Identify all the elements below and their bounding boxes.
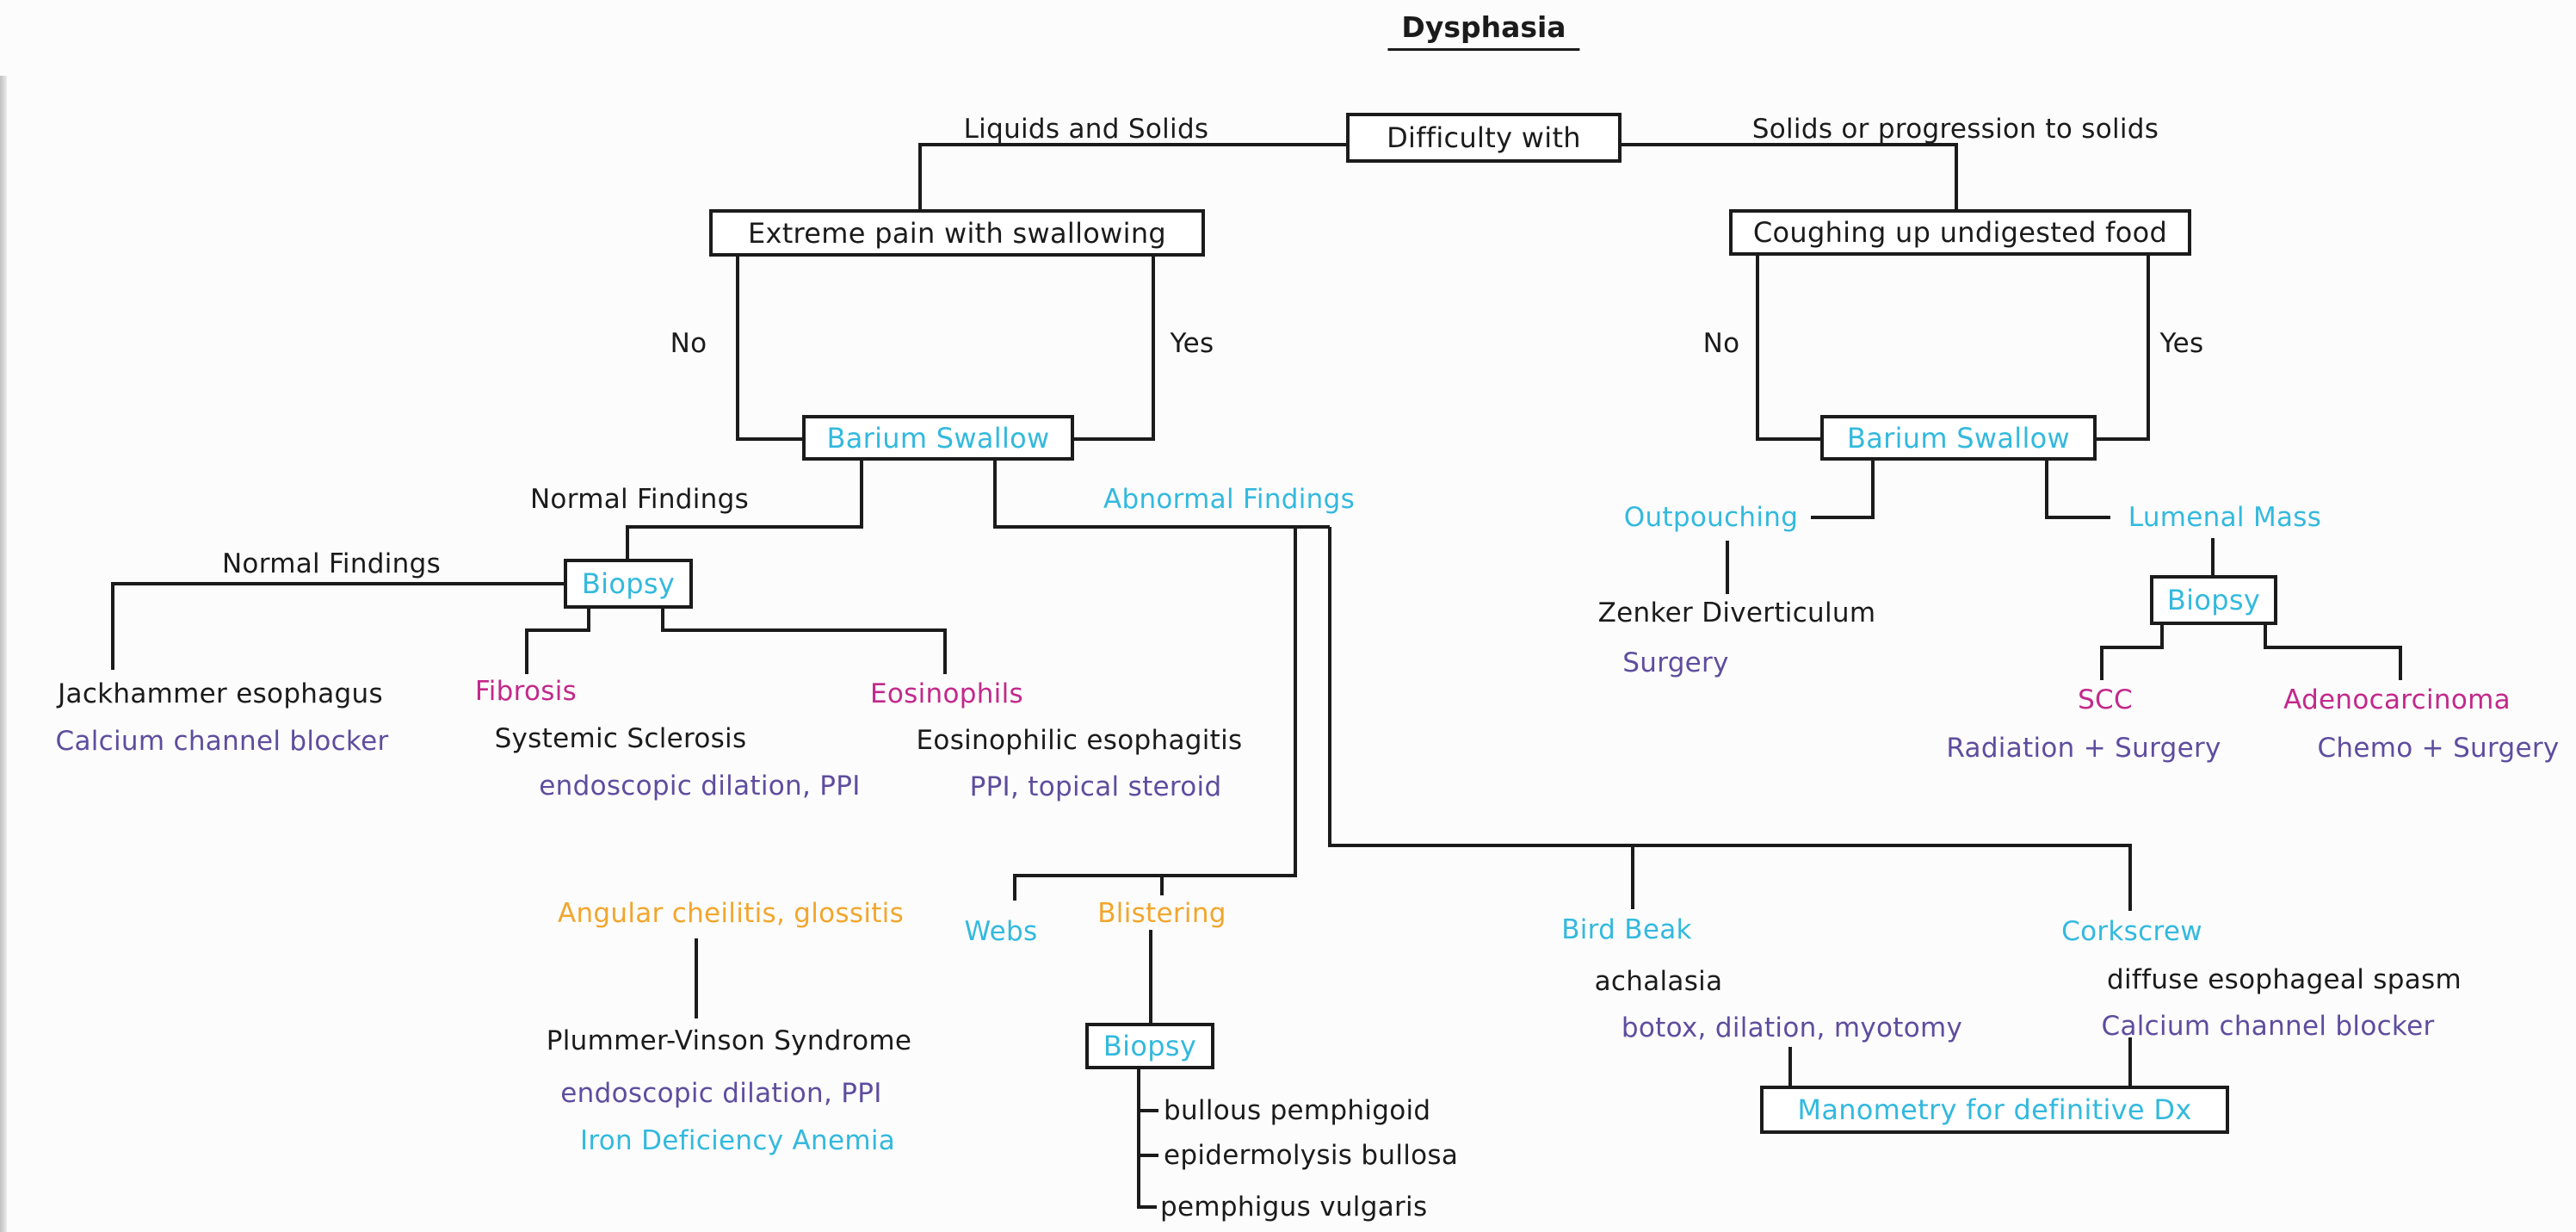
page-edge-shading [0,76,7,1232]
finding-corkscrew: Corkscrew [2061,916,2202,947]
tx-surgery: Surgery [1622,647,1729,678]
node-barium-swallow-right: Barium Swallow [1820,415,2097,461]
node-extreme-pain-swallowing: Extreme pain with swallowing [709,209,1205,257]
finding-outpouching: Outpouching [1623,502,1799,533]
finding-eosinophils: Eosinophils [870,678,1023,709]
edge-label-liquids-and-solids: Liquids and Solids [963,114,1209,145]
tx-calcium-channel-blocker-1: Calcium channel blocker [55,726,389,757]
tx-botox-dilation-myotomy: botox, dilation, myotomy [1621,1012,1963,1043]
edge-label-solids-progression: Solids or progression to solids [1751,114,2159,145]
dx-scc: SCC [2078,684,2133,715]
edge-label-yes-right: Yes [2159,328,2204,359]
node-manometry-definitive-dx: Manometry for definitive Dx [1760,1086,2229,1134]
node-coughing-undigested-food: Coughing up undigested food [1729,209,2191,256]
finding-angular-cheilitis-glossitis: Angular cheilitis, glossitis [557,898,905,929]
edge-label-no-left: No [670,328,707,359]
edge-label-normal-findings-1: Normal Findings [529,484,750,515]
result-pemphigus-vulgaris: pemphigus vulgaris [1160,1192,1428,1223]
node-biopsy-right: Biopsy [2150,575,2277,625]
edge-label-abnormal-findings: Abnormal Findings [1103,484,1356,515]
dx-iron-deficiency-anemia: Iron Deficiency Anemia [579,1125,896,1156]
node-biopsy-lower: Biopsy [1085,1023,1214,1069]
tx-calcium-channel-blocker-2: Calcium channel blocker [2101,1011,2435,1042]
node-difficulty-with: Difficulty with [1346,113,1622,163]
result-epidermolysis-bullosa: epidermolysis bullosa [1164,1140,1459,1171]
tx-endoscopic-dilation-ppi-1: endoscopic dilation, PPI [539,771,861,802]
finding-blistering: Blistering [1097,898,1226,929]
tx-ppi-topical-steroid: PPI, topical steroid [969,771,1222,802]
finding-bird-beak: Bird Beak [1561,914,1692,945]
tx-endoscopic-dilation-ppi-2: endoscopic dilation, PPI [560,1078,882,1109]
diagram-title: Dysphasia [1387,10,1580,51]
dx-zenker-diverticulum: Zenker Diverticulum [1597,597,1876,628]
dx-plummer-vinson-syndrome: Plummer-Vinson Syndrome [546,1025,912,1056]
dx-jackhammer-esophagus: Jackhammer esophagus [58,678,383,709]
edge-label-yes-left: Yes [1170,328,1214,359]
dx-diffuse-esophageal-spasm: diffuse esophageal spasm [2107,964,2462,995]
result-bullous-pemphigoid: bullous pemphigoid [1164,1095,1431,1126]
edge-label-no-right: No [1702,328,1740,359]
finding-fibrosis: Fibrosis [474,676,578,707]
dx-systemic-sclerosis: Systemic Sclerosis [494,723,747,754]
node-biopsy-left: Biopsy [564,559,693,609]
edge-label-normal-findings-2: Normal Findings [221,548,442,579]
dx-adenocarcinoma: Adenocarcinoma [2283,684,2511,715]
tx-radiation-surgery: Radiation + Surgery [1946,733,2221,764]
node-barium-swallow-left: Barium Swallow [802,415,1074,461]
finding-lumenal-mass: Lumenal Mass [2128,502,2322,533]
dx-eosinophilic-esophagitis: Eosinophilic esophagitis [916,725,1243,756]
dx-achalasia: achalasia [1594,966,1723,997]
finding-webs: Webs [964,916,1038,947]
tx-chemo-surgery: Chemo + Surgery [2317,733,2560,764]
